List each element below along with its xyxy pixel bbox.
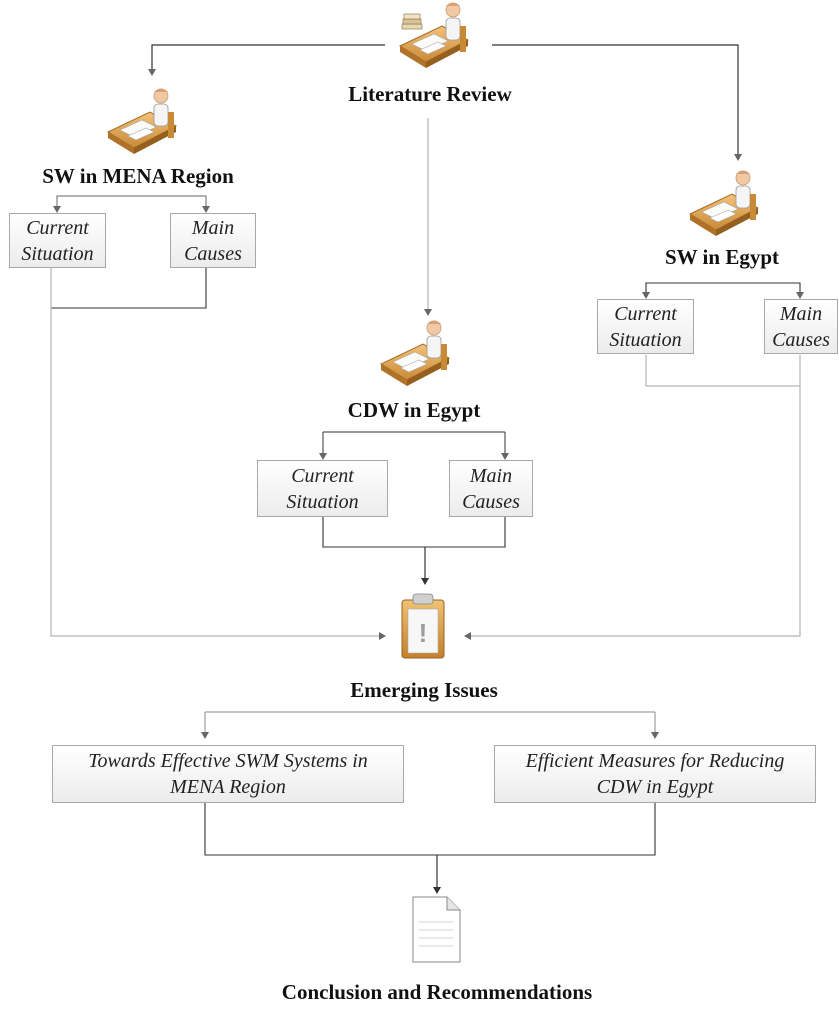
person-at-desk-icon — [380, 320, 450, 387]
sw-mena-heading: SW in MENA Region — [42, 164, 234, 188]
connector-mena-split — [56, 195, 207, 203]
connector-lines — [50, 44, 804, 894]
connector-mena-merge — [51, 268, 207, 309]
connector-mena-to-emerging — [50, 268, 386, 640]
connector-lit-to-mena — [148, 44, 385, 76]
connector-egypt-split — [645, 282, 801, 296]
person-at-desk-icon — [107, 88, 177, 155]
connector-lit-to-egypt — [492, 44, 742, 161]
sw-egypt-heading: SW in Egypt — [665, 245, 779, 269]
svg-text:!: ! — [419, 618, 428, 648]
document-icon — [412, 896, 461, 963]
cdw-egypt-heading: CDW in Egypt — [347, 398, 481, 422]
connector-outcomes-merge — [204, 803, 656, 856]
literature-review-heading: Literature Review — [348, 82, 512, 106]
conclusion-heading: Conclusion and Recommendations — [281, 980, 593, 1004]
connector-cdw-merge — [322, 517, 506, 548]
person-at-desk-icon — [689, 170, 759, 237]
emerging-issues-heading: Emerging Issues — [350, 678, 498, 702]
person-at-desk-icon — [399, 2, 469, 69]
clipboard-icon: ! — [401, 593, 445, 659]
connector-egypt-to-emerging — [464, 355, 801, 640]
connector-egypt-merge — [645, 355, 800, 387]
